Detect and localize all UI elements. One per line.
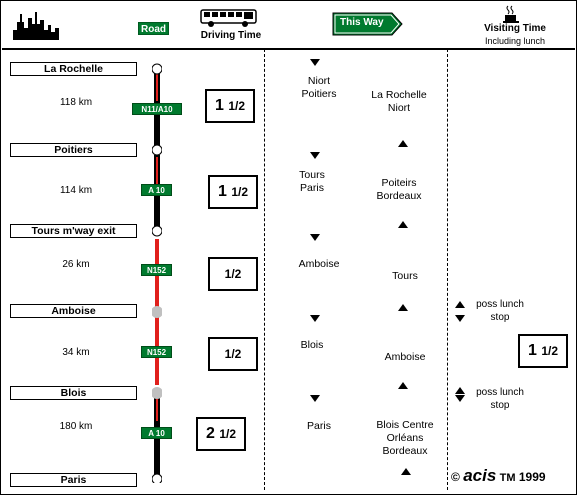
visiting-time-box: 1 1/2 [518, 334, 568, 368]
down-arrow-icon [310, 395, 320, 402]
copyright-symbol: © [451, 470, 460, 484]
driving-time-header: Driving Time [200, 30, 262, 41]
time-fraction: 1/2 [224, 267, 242, 281]
visiting-time-header: Visiting Time [484, 23, 546, 34]
town-label: Tours m'way exit [10, 224, 137, 238]
city-skyline-icon [13, 10, 59, 45]
this-way-label: This Way [340, 17, 384, 28]
town-label: Amboise [10, 304, 137, 318]
road-number-sign: A 10 [141, 427, 172, 439]
leg-distance: 118 km [59, 97, 93, 108]
visiting-time-subheader: Including lunch [484, 36, 546, 46]
up-arrow-icon [401, 468, 411, 475]
town-label: Poitiers [10, 143, 137, 157]
driving-time-box: 2 1/2 [196, 417, 246, 451]
down-arrow-icon [310, 59, 320, 66]
down-arrow-icon [455, 395, 465, 402]
up-arrow-icon [455, 301, 465, 308]
lunch-stop-note: poss lunch stop [476, 387, 524, 411]
time-fraction: 1/2 [231, 185, 249, 199]
road-number-sign: N11/A10 [132, 103, 182, 115]
brand-logo: acis [463, 466, 497, 485]
up-arrow-icon [455, 387, 465, 394]
road-number-sign: A 10 [141, 184, 172, 196]
leg-distance: 180 km [59, 421, 93, 432]
time-whole: 1 [217, 183, 227, 200]
leg-distance: 34 km [62, 347, 90, 358]
town-label: Blois [10, 386, 137, 400]
driving-time-box: 1/2 [208, 337, 258, 371]
time-fraction: 1/2 [219, 427, 237, 441]
bus-icon [200, 8, 258, 33]
copyright-notice: © acis TM 1999 [451, 466, 546, 486]
driving-time-box: 1 1/2 [208, 175, 258, 209]
coffee-cup-icon [503, 5, 519, 28]
return-destination: Tours [392, 270, 418, 282]
down-arrow-icon [310, 152, 320, 159]
trademark: TM [499, 472, 516, 484]
time-whole: 2 [205, 425, 215, 442]
leg-distance: 26 km [62, 259, 90, 270]
time-fraction: 1/2 [541, 344, 559, 358]
header-divider [2, 48, 575, 50]
leg-distance: 114 km [59, 185, 93, 196]
time-fraction: 1/2 [228, 99, 246, 113]
road-number-sign: N152 [141, 346, 172, 358]
town-label: Paris [10, 473, 137, 487]
outbound-destination: Niort Poitiers [301, 75, 337, 100]
up-arrow-icon [398, 140, 408, 147]
outbound-destination: Blois [300, 339, 324, 351]
outbound-destination: Amboise [298, 258, 340, 270]
lunch-stop-note: poss lunch stop [476, 299, 524, 323]
time-whole: 1 [214, 97, 224, 114]
column-divider [447, 49, 448, 490]
road-column-header: Road [138, 22, 169, 35]
driving-time-box: 1 1/2 [205, 89, 255, 123]
driving-time-box: 1/2 [208, 257, 258, 291]
return-destination: Amboise [384, 351, 426, 363]
return-destination: Blois Centre Orléans Bordeaux [376, 419, 434, 457]
down-arrow-icon [310, 315, 320, 322]
time-fraction: 1/2 [224, 347, 242, 361]
this-way-sign: This Way [332, 12, 404, 41]
down-arrow-icon [310, 234, 320, 241]
up-arrow-icon [398, 221, 408, 228]
town-label: La Rochelle [10, 62, 137, 76]
road-number-sign: N152 [141, 264, 172, 276]
up-arrow-icon [398, 382, 408, 389]
column-divider [264, 49, 265, 490]
down-arrow-icon [455, 315, 465, 322]
up-arrow-icon [398, 304, 408, 311]
return-destination: Poiteirs Bordeaux [376, 177, 422, 202]
copyright-year: 1999 [518, 470, 546, 484]
return-destination: La Rochelle Niort [371, 89, 427, 114]
outbound-destination: Paris [307, 420, 331, 432]
outbound-destination: Tours Paris [299, 169, 325, 194]
time-whole: 1 [527, 342, 537, 359]
